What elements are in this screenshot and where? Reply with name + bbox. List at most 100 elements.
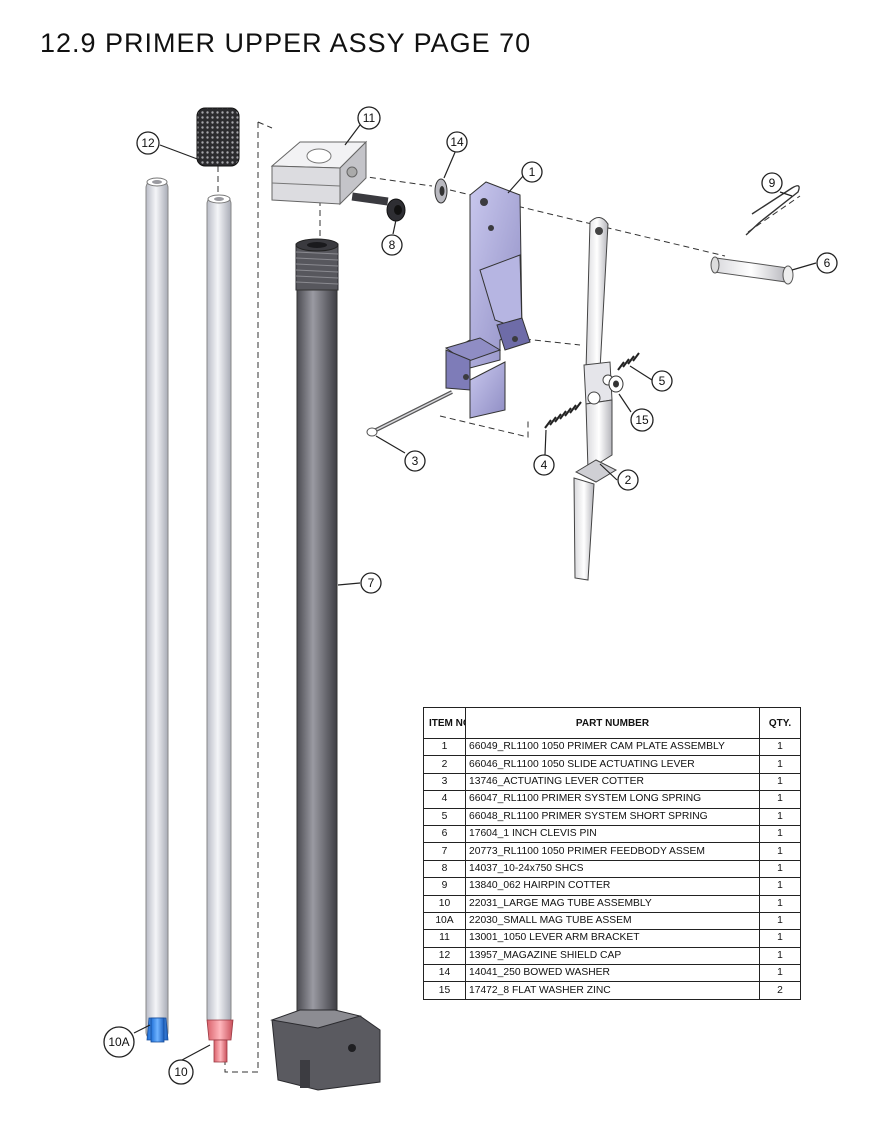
- bom-header-row: ITEM NO. PART NUMBER QTY.: [423, 707, 801, 739]
- item-no: 10A: [423, 911, 466, 931]
- bowed-washer-14: [434, 178, 448, 204]
- item-no: 3: [423, 772, 466, 792]
- part-number: 22031_LARGE MAG TUBE ASSEMBLY: [465, 894, 760, 913]
- qty: 1: [759, 964, 801, 983]
- svg-text:8: 8: [389, 238, 396, 252]
- small-mag-tube-10a: [145, 177, 169, 1043]
- callout-15: 15: [630, 408, 654, 432]
- svg-text:10A: 10A: [108, 1035, 129, 1049]
- qty: 1: [759, 737, 801, 757]
- svg-text:9: 9: [769, 176, 776, 190]
- qty: 1: [759, 842, 801, 861]
- qty: 1: [759, 877, 801, 896]
- qty: 1: [759, 859, 801, 879]
- part-number: 17604_1 INCH CLEVIS PIN: [465, 824, 760, 844]
- item-no: 4: [423, 790, 466, 809]
- item-no: 10: [423, 894, 466, 913]
- qty: 1: [759, 807, 801, 826]
- item-no: 14: [423, 964, 466, 983]
- item-no: 1: [423, 737, 466, 757]
- magazine-shield-cap-12: [196, 107, 240, 167]
- svg-text:3: 3: [412, 454, 419, 468]
- qty: 1: [759, 772, 801, 792]
- part-number: 14037_10-24x750 SHCS: [465, 859, 760, 879]
- svg-text:2: 2: [625, 473, 632, 487]
- part-number: 13001_1050 LEVER ARM BRACKET: [465, 929, 760, 948]
- svg-text:6: 6: [824, 256, 831, 270]
- part-number: 13957_MAGAZINE SHIELD CAP: [465, 946, 760, 966]
- qty: 1: [759, 755, 801, 774]
- item-no: 11: [423, 929, 466, 948]
- primer-feedbody-7: [270, 238, 381, 1091]
- part-number: 66046_RL1100 1050 SLIDE ACTUATING LEVER: [465, 755, 760, 774]
- part-number: 66047_RL1100 PRIMER SYSTEM LONG SPRING: [465, 790, 760, 809]
- callout-8: 8: [381, 234, 403, 256]
- header-item-no: ITEM NO.: [423, 707, 466, 739]
- qty: 1: [759, 824, 801, 844]
- callout-1: 1: [521, 161, 543, 183]
- svg-text:5: 5: [659, 374, 666, 388]
- item-no: 9: [423, 877, 466, 896]
- svg-text:11: 11: [363, 111, 376, 125]
- part-number: 13746_ACTUATING LEVER COTTER: [465, 772, 760, 792]
- part-number: 13840_062 HAIRPIN COTTER: [465, 877, 760, 896]
- lever-arm-bracket-11: [270, 140, 368, 206]
- callout-3: 3: [404, 450, 426, 472]
- svg-text:10: 10: [174, 1065, 188, 1079]
- slide-actuating-lever-2: [573, 217, 618, 581]
- shcs-screw-8: [351, 192, 406, 222]
- callout-11: 11: [357, 106, 381, 130]
- item-no: 5: [423, 807, 466, 826]
- short-spring-5: [617, 352, 640, 371]
- callout-14: 14: [446, 131, 468, 153]
- item-no: 6: [423, 824, 466, 844]
- part-number: 66049_RL1100 1050 PRIMER CAM PLATE ASSEM…: [465, 737, 760, 757]
- hairpin-cotter-9: [745, 185, 800, 236]
- header-qty: QTY.: [759, 707, 801, 739]
- svg-text:1: 1: [529, 165, 536, 179]
- item-no: 7: [423, 842, 466, 861]
- actuating-lever-cotter-3: [366, 390, 453, 437]
- page-title: 12.9 PRIMER UPPER ASSY PAGE 70: [40, 28, 532, 59]
- long-spring-4: [544, 401, 582, 429]
- item-no: 15: [423, 981, 466, 1000]
- callout-12: 12: [136, 131, 160, 155]
- svg-text:12: 12: [141, 136, 155, 150]
- qty: 2: [759, 981, 801, 1000]
- qty: 1: [759, 790, 801, 809]
- callout-4: 4: [533, 454, 555, 476]
- clevis-pin-6: [710, 256, 794, 285]
- primer-cam-plate-1: [444, 181, 531, 419]
- part-number: 66048_RL1100 PRIMER SYSTEM SHORT SPRING: [465, 807, 760, 826]
- part-number: 22030_SMALL MAG TUBE ASSEM: [465, 911, 760, 931]
- callout-5: 5: [651, 370, 673, 392]
- qty: 1: [759, 894, 801, 913]
- bill-of-materials-table: ITEM NO. PART NUMBER QTY. 166049_RL1100 …: [423, 707, 801, 1000]
- callout-7: 7: [360, 572, 382, 594]
- leader-lines: [133, 124, 817, 1061]
- callout-9: 9: [761, 172, 783, 194]
- qty: 1: [759, 929, 801, 948]
- svg-text:15: 15: [635, 413, 649, 427]
- assembly-dash-lines: [217, 121, 801, 1073]
- callout-6: 6: [816, 252, 838, 274]
- item-no: 2: [423, 755, 466, 774]
- qty: 1: [759, 911, 801, 931]
- part-number: 14041_250 BOWED WASHER: [465, 964, 760, 983]
- large-mag-tube-10: [206, 194, 234, 1063]
- part-number: 20773_RL1100 1050 PRIMER FEEDBODY ASSEM: [465, 842, 760, 861]
